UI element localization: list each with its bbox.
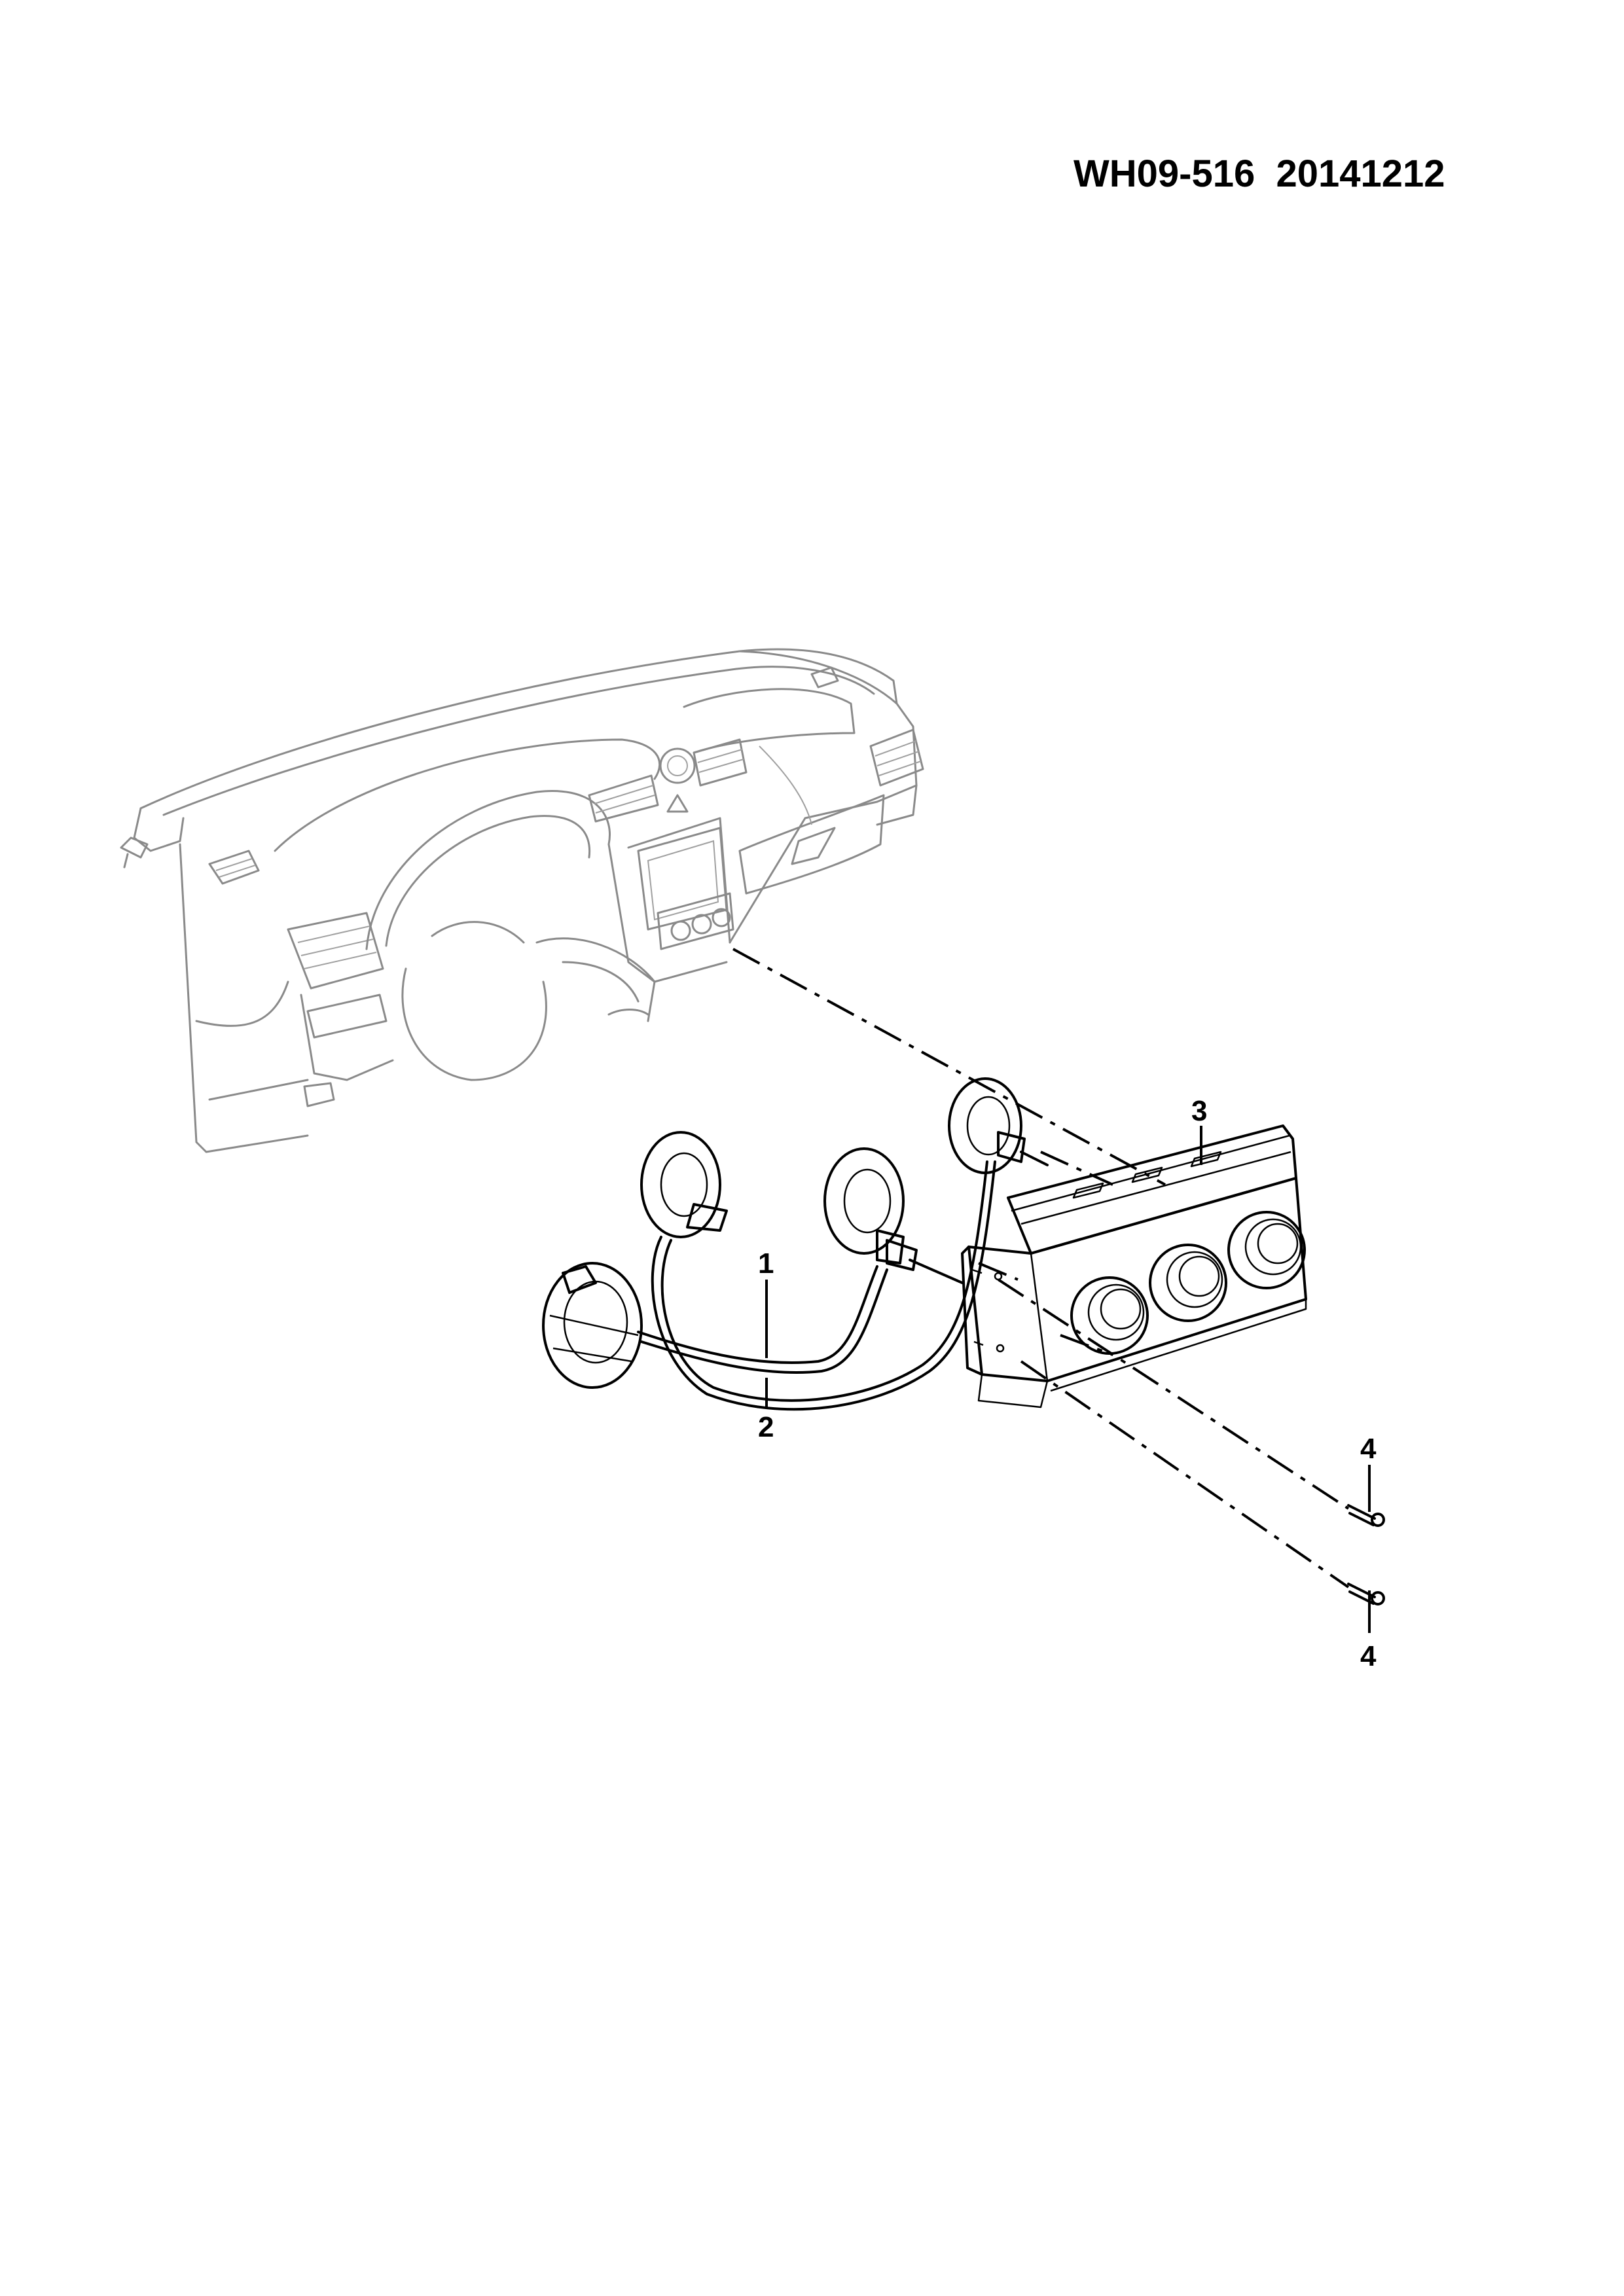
control-cables — [542, 1077, 1049, 1411]
cable-actuator-right — [948, 1077, 1026, 1174]
cable-actuator-middle — [823, 1147, 918, 1271]
callout-4-lower: 4 — [1360, 1640, 1377, 1672]
control-cable-1 — [637, 1265, 878, 1364]
hvac-control-panel — [961, 1124, 1307, 1408]
cable-actuator-upper — [640, 1131, 728, 1238]
callouts: 1 2 3 4 4 — [758, 1095, 1377, 1672]
fan-speed-knob — [1149, 1244, 1227, 1322]
callout-1: 1 — [758, 1247, 774, 1280]
mounting-screw — [1347, 1504, 1385, 1605]
cable-actuator-left — [542, 1262, 643, 1389]
document-code: WH09-516 20141212 — [1074, 152, 1445, 195]
temperature-knob — [1070, 1276, 1149, 1355]
callout-4-upper: 4 — [1360, 1433, 1377, 1465]
callout-3: 3 — [1191, 1095, 1207, 1127]
control-cable-2 — [651, 1160, 996, 1411]
dashboard-assembly — [120, 648, 924, 1153]
callout-2: 2 — [758, 1411, 774, 1443]
air-distribution-knob — [1227, 1211, 1306, 1289]
alignment-lines — [732, 948, 1350, 1588]
